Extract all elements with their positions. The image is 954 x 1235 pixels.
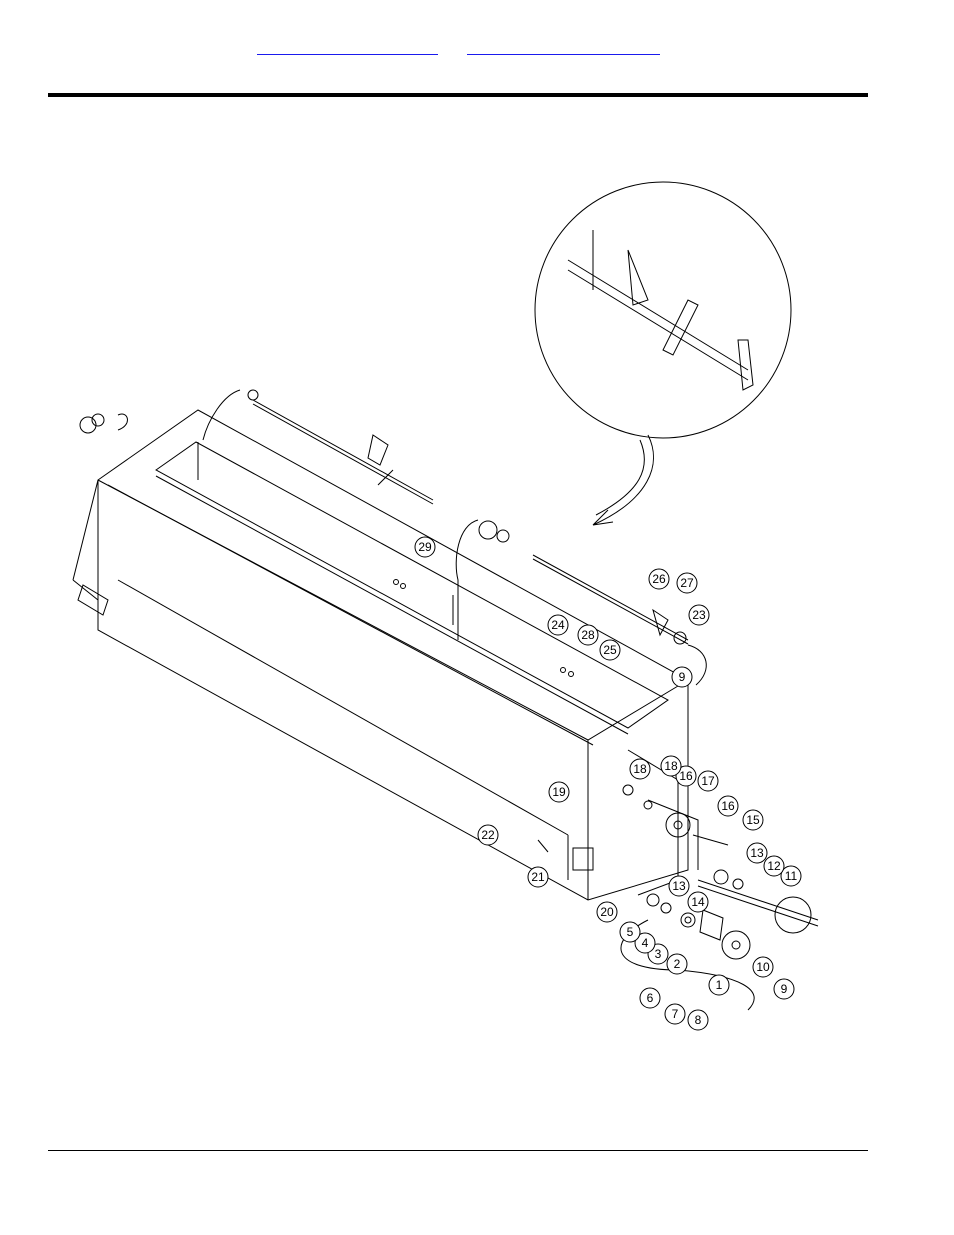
callout-7: 7 [664, 1003, 686, 1025]
svg-text:8: 8 [695, 1013, 702, 1027]
footer-rule [48, 1150, 868, 1151]
callout-13: 13 [746, 842, 768, 864]
callout-1: 1 [708, 974, 730, 996]
callout-27: 27 [676, 572, 698, 594]
svg-text:7: 7 [672, 1007, 679, 1021]
svg-text:29: 29 [418, 540, 432, 554]
svg-text:18: 18 [664, 759, 678, 773]
svg-text:19: 19 [552, 785, 566, 799]
header-link-right[interactable] [467, 36, 660, 55]
callout-23: 23 [688, 604, 710, 626]
callout-22: 22 [477, 824, 499, 846]
svg-text:3: 3 [655, 947, 662, 961]
detail-arrow [592, 434, 654, 526]
svg-text:12: 12 [767, 859, 781, 873]
svg-text:23: 23 [692, 608, 706, 622]
svg-text:21: 21 [531, 870, 545, 884]
svg-text:16: 16 [721, 799, 735, 813]
svg-text:25: 25 [603, 643, 617, 657]
callout-2: 2 [666, 953, 688, 975]
callout-18: 18 [629, 758, 651, 780]
svg-text:28: 28 [581, 628, 595, 642]
callout-9: 9 [671, 666, 693, 688]
callout-8: 8 [687, 1009, 709, 1031]
hopper-assembly [72, 409, 699, 901]
callout-5: 5 [619, 921, 641, 943]
svg-text:18: 18 [633, 762, 647, 776]
svg-text:2: 2 [674, 957, 681, 971]
svg-text:10: 10 [756, 960, 770, 974]
svg-text:20: 20 [600, 905, 614, 919]
callout-24: 24 [547, 614, 569, 636]
svg-text:15: 15 [746, 813, 760, 827]
hardware-glyphs [79, 389, 819, 1011]
svg-text:22: 22 [481, 828, 495, 842]
callout-6: 6 [639, 987, 661, 1009]
callout-16b: 16 [717, 795, 739, 817]
svg-text:9: 9 [679, 670, 686, 684]
exploded-parts-drawing: 1 2 3 4 5 6 7 8 9 9 10 11 12 13 13 14 15… [72, 181, 819, 1031]
callout-26: 26 [648, 568, 670, 590]
callout-12: 12 [763, 855, 785, 877]
callout-29: 29 [414, 536, 436, 558]
callout-20: 20 [596, 901, 618, 923]
callout-13b: 13 [668, 875, 690, 897]
header-rule [48, 93, 868, 97]
callout-18b: 18 [660, 755, 682, 777]
callout-15: 15 [742, 809, 764, 831]
svg-text:6: 6 [647, 991, 654, 1005]
detail-view-circle [534, 181, 792, 439]
svg-text:14: 14 [691, 895, 705, 909]
callout-11: 11 [780, 865, 802, 887]
svg-text:27: 27 [680, 576, 694, 590]
callout-25: 25 [599, 639, 621, 661]
callout-9b: 9 [773, 978, 795, 1000]
callout-14: 14 [687, 891, 709, 913]
svg-text:5: 5 [627, 925, 634, 939]
svg-text:13: 13 [672, 879, 686, 893]
callout-10: 10 [752, 956, 774, 978]
svg-text:17: 17 [701, 774, 715, 788]
callout-28: 28 [577, 624, 599, 646]
svg-text:4: 4 [642, 936, 649, 950]
callout-17: 17 [697, 770, 719, 792]
callout-19: 19 [548, 781, 570, 803]
svg-text:11: 11 [785, 869, 798, 883]
svg-text:1: 1 [716, 978, 723, 992]
svg-text:13: 13 [750, 846, 764, 860]
callout-16: 16 [675, 765, 697, 787]
header-link-left[interactable] [257, 36, 438, 55]
svg-text:24: 24 [551, 618, 565, 632]
callout-21: 21 [527, 866, 549, 888]
callout-4: 4 [634, 932, 656, 954]
svg-text:9: 9 [781, 982, 788, 996]
svg-text:26: 26 [652, 572, 666, 586]
svg-text:16: 16 [679, 769, 693, 783]
